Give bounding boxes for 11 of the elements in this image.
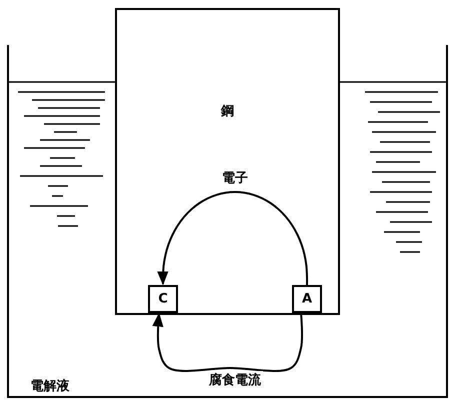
edge-label: 電子 bbox=[220, 169, 250, 187]
curved-arrow bbox=[157, 191, 308, 286]
electrolyte-label: 電解液 bbox=[28, 377, 72, 395]
anode-box bbox=[292, 285, 322, 313]
steel-block bbox=[115, 8, 340, 315]
node-label: C bbox=[158, 292, 168, 306]
node-label: A bbox=[302, 292, 312, 306]
node-label: 鋼 bbox=[221, 103, 234, 120]
edge-label: 腐食電流 bbox=[207, 371, 263, 389]
curved-arrow bbox=[152, 312, 304, 372]
cathode-box bbox=[148, 285, 178, 313]
